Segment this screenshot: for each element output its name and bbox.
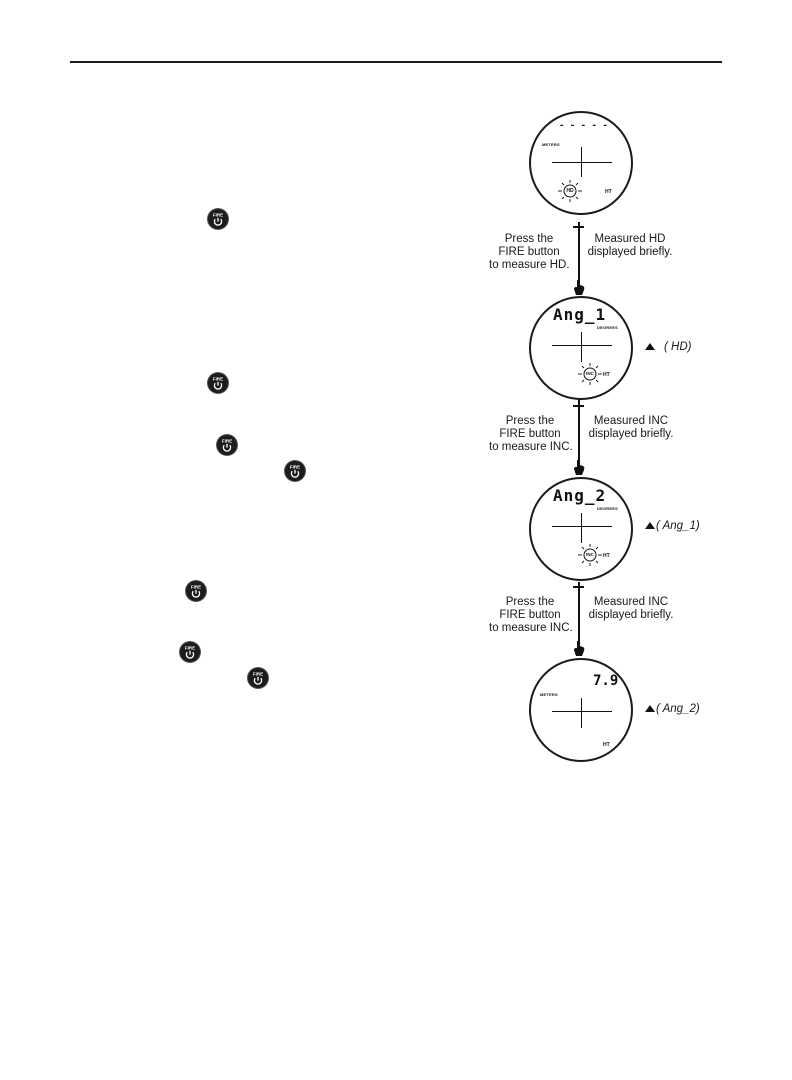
fire-button-icon: FIRE [208, 209, 228, 229]
flow-connector [578, 399, 580, 461]
note-ang1: ( Ang_1) [656, 520, 700, 532]
pointing-hand-icon [574, 460, 585, 475]
mode-label: INC [586, 371, 594, 376]
flow-connector-tick [573, 586, 584, 588]
fire-button-icon: FIRE [186, 581, 206, 601]
unit-label: METERS [540, 692, 558, 697]
display-3-angle-2: Ang_2 DEGREES INC HT [529, 477, 633, 581]
unit-label: DEGREES [597, 325, 618, 330]
unit-label: METERS [542, 142, 560, 147]
svg-text:FIRE: FIRE [213, 377, 223, 382]
svg-text:FIRE: FIRE [222, 439, 232, 444]
ht-label: HT [605, 189, 612, 195]
flow-connector-tick [573, 226, 584, 228]
note-ang2: ( Ang_2) [656, 703, 700, 715]
pointing-hand-icon [574, 280, 585, 295]
unit-label: DEGREES [597, 506, 618, 511]
triangle-up-icon [645, 343, 655, 350]
flow-connector [578, 222, 580, 280]
flow-connector [578, 582, 580, 642]
mode-label: INC [586, 552, 594, 557]
display-1-hd-ready: - - - - - METERS HD HT [529, 111, 633, 215]
flow-connector-tick [573, 405, 584, 407]
reticle-vertical [581, 332, 583, 362]
svg-text:FIRE: FIRE [191, 585, 201, 590]
display-readout: Ang_1 [553, 305, 607, 324]
svg-text:FIRE: FIRE [253, 672, 263, 677]
mode-label: HD [566, 188, 574, 194]
ht-label: HT [603, 372, 610, 378]
reticle-vertical [581, 147, 583, 177]
display-4-height-result: 7.9 METERS HT [529, 658, 633, 762]
fire-button-icon: FIRE [208, 373, 228, 393]
ht-label: HT [603, 742, 610, 748]
mode-sun-icon [558, 180, 582, 202]
fire-button-icon: FIRE [248, 668, 268, 688]
ht-label: HT [603, 553, 610, 559]
triangle-up-icon [645, 705, 655, 712]
reticle-vertical [581, 698, 583, 728]
display-readout: 7.9 [593, 673, 619, 689]
reticle-vertical [581, 513, 583, 543]
display-readout: Ang_2 [553, 486, 607, 505]
svg-text:FIRE: FIRE [290, 465, 300, 470]
svg-text:FIRE: FIRE [213, 213, 223, 218]
display-readout: - - - - - [559, 121, 608, 131]
svg-text:FIRE: FIRE [185, 646, 195, 651]
header-rule [70, 61, 722, 63]
display-2-angle-1: Ang_1 DEGREES INC HT [529, 296, 633, 400]
mode-sun-icon [578, 544, 602, 566]
mode-sun-icon [578, 363, 602, 385]
fire-button-icon: FIRE [285, 461, 305, 481]
fire-button-icon: FIRE [217, 435, 237, 455]
pointing-hand-icon [574, 641, 585, 656]
triangle-up-icon [645, 522, 655, 529]
fire-button-icon: FIRE [180, 642, 200, 662]
note-hd: ( HD) [664, 341, 692, 353]
